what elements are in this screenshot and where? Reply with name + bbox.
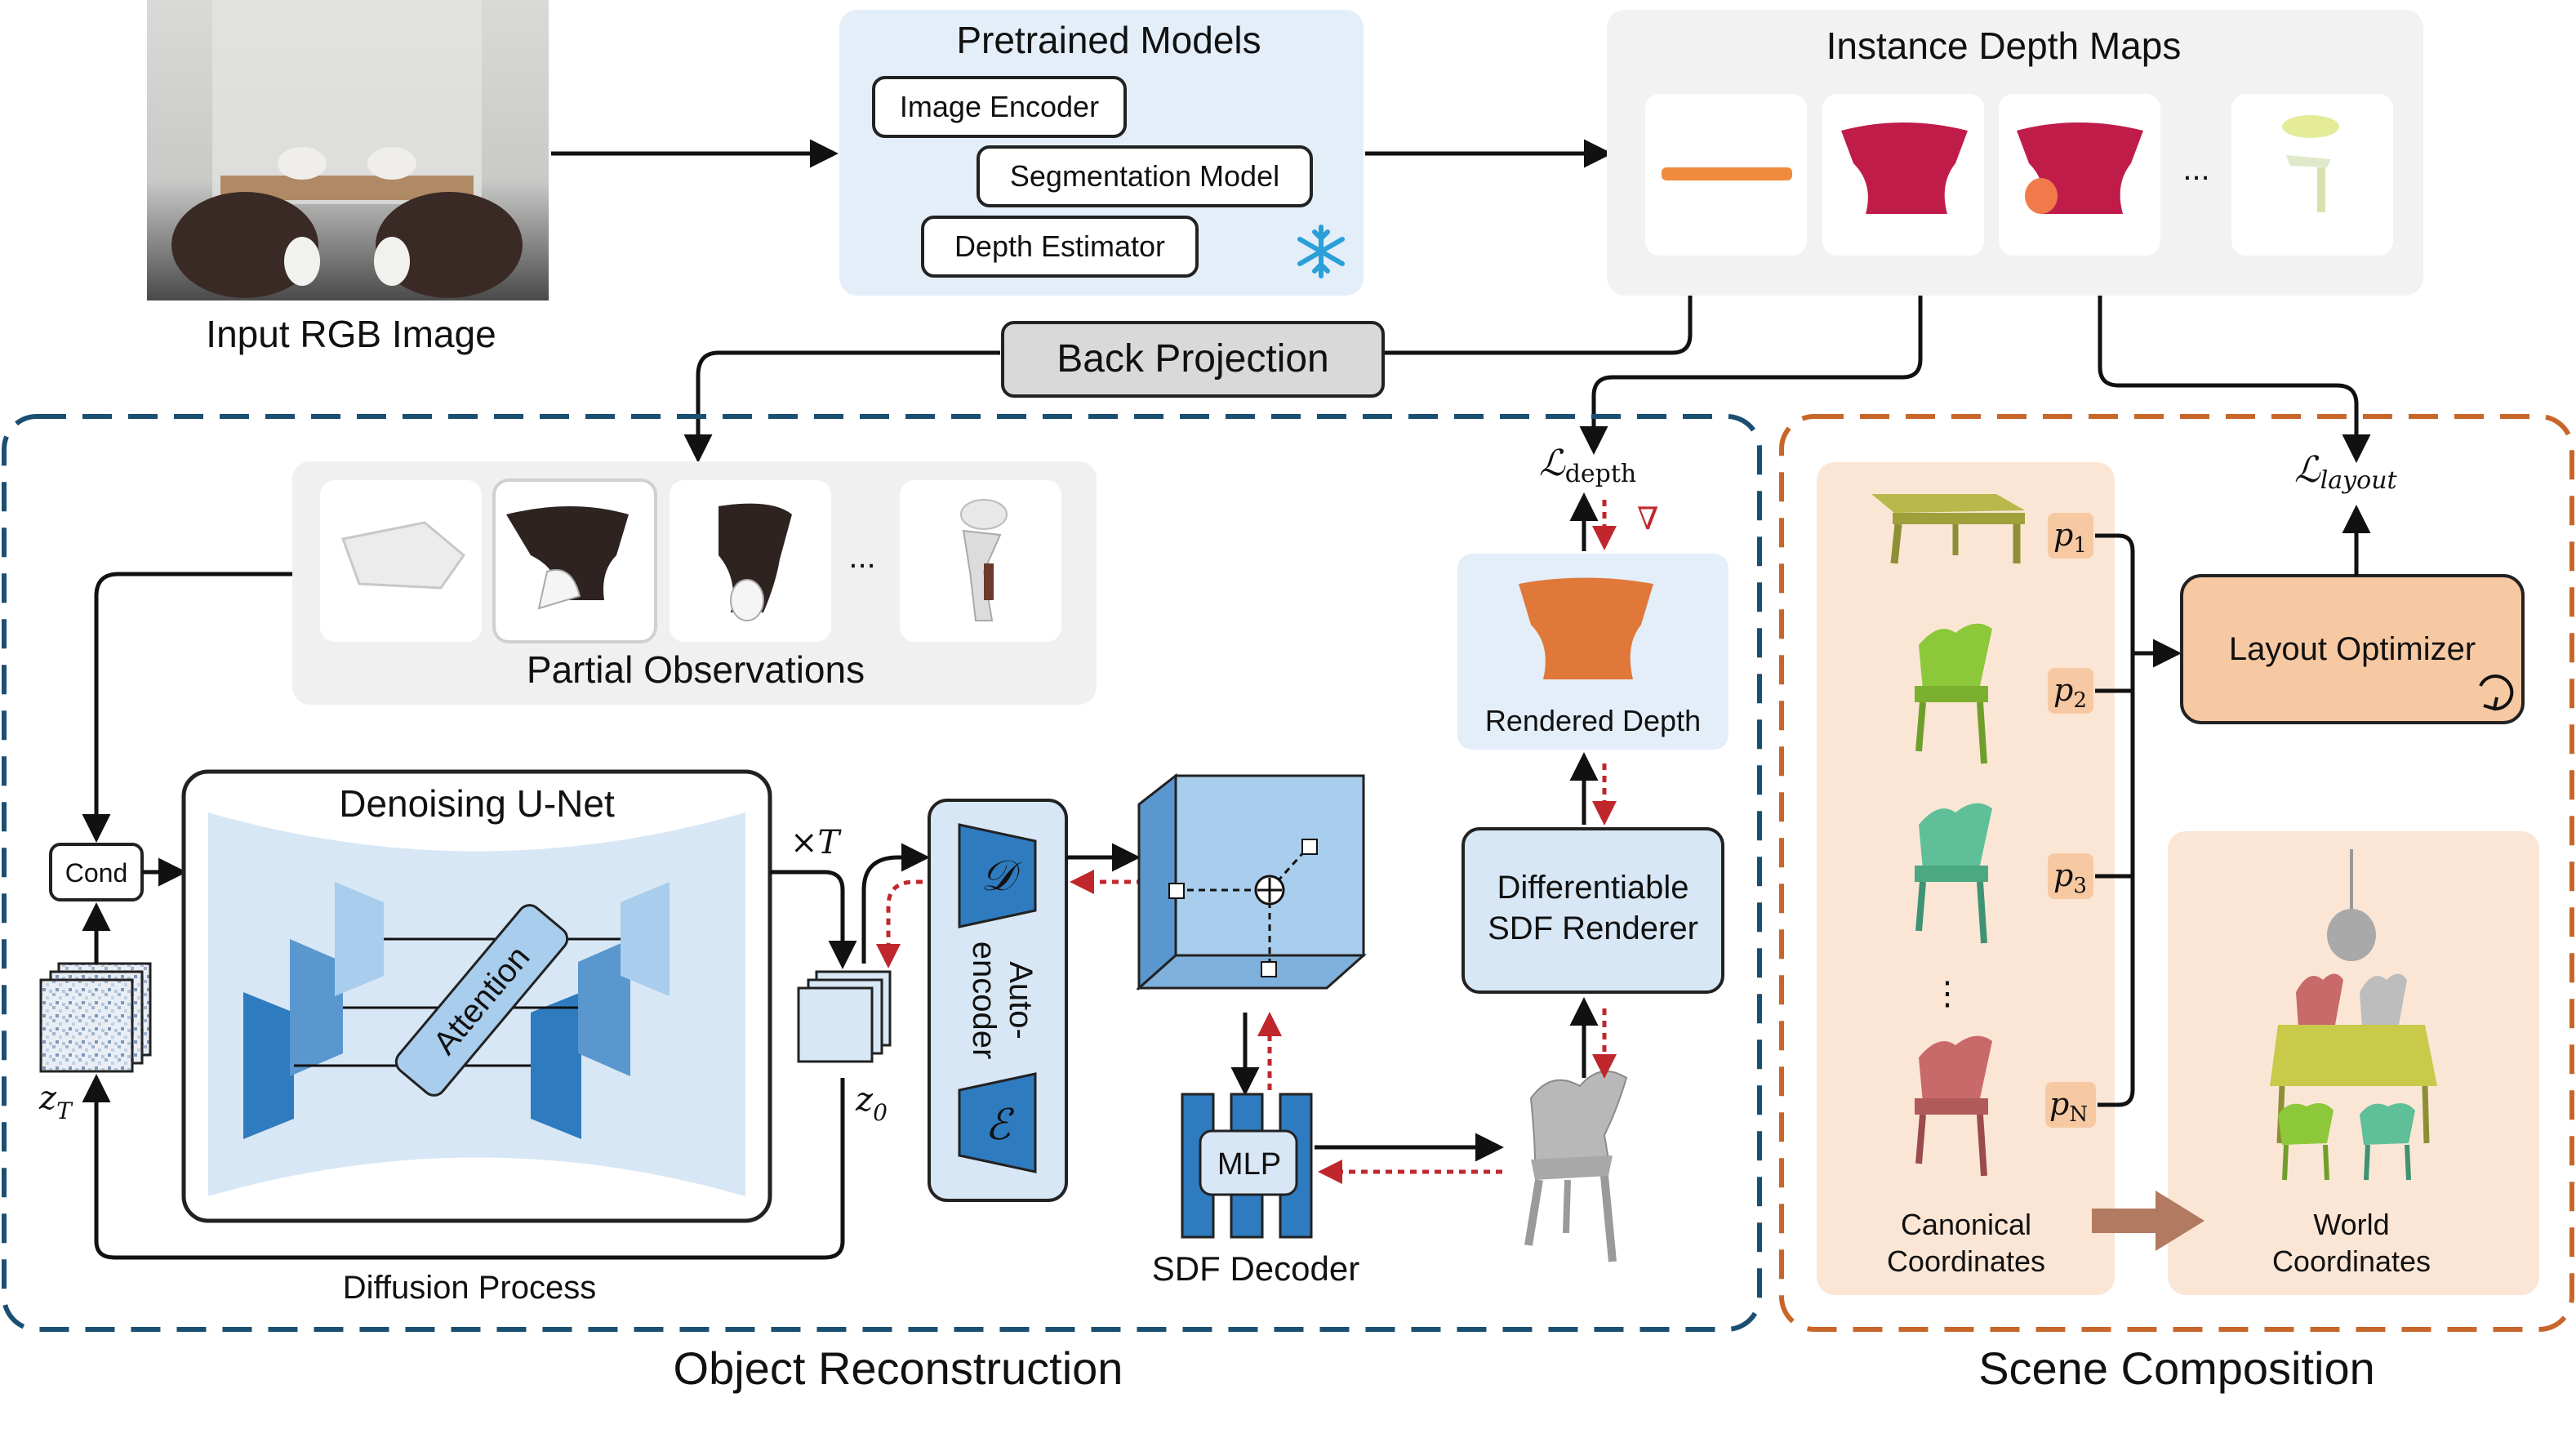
pose-bracket (2095, 533, 2135, 1107)
object-reconstruction-frame (2, 414, 1762, 1332)
gradient-symbol: ∇ (1637, 501, 1659, 536)
partial-obs-lamp (900, 480, 1061, 642)
cond-label: Cond (65, 858, 128, 888)
pose-badge-1: p1 (2048, 513, 2093, 559)
depth-map-chair-1 (1822, 94, 1984, 256)
times-t-label: ×T (790, 824, 843, 861)
image-encoder-label: Image Encoder (900, 90, 1099, 123)
sdf-decoder-label: SDF Decoder (1152, 1249, 1359, 1288)
back-projection-box (1001, 321, 1385, 398)
depth-map-chair-2 (1999, 94, 2160, 256)
canonical-chair-teal (1915, 803, 1992, 944)
snowflake-icon (1297, 225, 1345, 278)
denoising-unet-title: Denoising U-Net (339, 782, 615, 825)
svg-text:pN: pN (2049, 1086, 2088, 1127)
depth-estimator-box (921, 216, 1199, 278)
triplane (1136, 772, 1367, 991)
sdf-renderer-box (1462, 827, 1724, 994)
connector-backproj-to-partial (683, 350, 1000, 463)
world-scene (2270, 849, 2437, 1181)
depth-map-table (1645, 94, 1807, 256)
scene-composition-frame (1779, 414, 2574, 1332)
depth-loss-label: ℒdepth (1539, 443, 1636, 488)
grad-arrow-to-z0 (876, 879, 947, 968)
segmentation-model-label: Segmentation Model (1010, 159, 1279, 193)
rendered-depth-label: Rendered Depth (1485, 704, 1701, 737)
connector-unet-to-z0 (770, 870, 857, 969)
pose-badge-n: pN (2045, 1082, 2096, 1128)
svg-text:p2: p2 (2053, 672, 2087, 713)
encoder-symbol: ℰ (985, 1101, 1014, 1150)
pretrained-models-title: Pretrained Models (956, 19, 1261, 61)
mlp-label: MLP (1217, 1147, 1281, 1182)
layout-optimizer-label: Layout Optimizer (2229, 631, 2476, 667)
layout-loss-label: ℒlayout (2294, 449, 2398, 495)
canonical-chair-red (1915, 1035, 1992, 1177)
back-projection-label: Back Projection (1057, 337, 1329, 381)
canonical-label-line2: Coordinates (1887, 1244, 2045, 1278)
z0-label: z0 (855, 1081, 888, 1126)
instance-depth-title: Instance Depth Maps (1826, 24, 2182, 67)
arrow-z0-to-decoder (861, 843, 930, 964)
svg-text:Auto-: Auto- (1003, 961, 1039, 1039)
partial-obs-ellipsis: ... (848, 539, 875, 575)
connector-depth-to-depth-loss (1579, 296, 1923, 455)
input-image-caption: Input RGB Image (206, 313, 496, 355)
refresh-icon (2479, 674, 2514, 711)
world-label-line2: Coordinates (2272, 1244, 2431, 1278)
svg-text:encoder: encoder (966, 942, 1002, 1060)
canonical-vdots: ⋮ (1931, 976, 1964, 1012)
diffusion-loop (82, 1074, 845, 1260)
connector-partial-to-cond (82, 572, 292, 843)
svg-text:p3: p3 (2053, 857, 2087, 898)
rendered-depth-image (1519, 577, 1653, 679)
world-label-line1: World (2313, 1208, 2389, 1241)
depth-map-lamp (2231, 94, 2393, 256)
scene-composition-title: Scene Composition (1978, 1342, 2375, 1394)
partial-obs-chair-1 (492, 479, 657, 643)
sdf-renderer-line1: Differentiable (1497, 870, 1689, 906)
canonical-table (1871, 494, 2025, 564)
autoencoder-label: Auto- encoder (966, 942, 1039, 1060)
decoder-block (958, 823, 1037, 928)
sdf-decoder-block (1181, 1093, 1313, 1239)
object-reconstruction-title: Object Reconstruction (674, 1342, 1123, 1394)
depth-maps-ellipsis: ... (2182, 151, 2209, 187)
z-t-label: zT (38, 1080, 73, 1124)
pose-badge-2: p2 (2048, 668, 2093, 714)
canonical-chair-green (1915, 623, 1992, 764)
layout-optimizer-box (2180, 574, 2525, 724)
pose-badge-3: p3 (2048, 853, 2093, 899)
partial-observations-title: Partial Observations (527, 648, 865, 691)
partial-obs-table (320, 480, 482, 642)
connector-depth-to-backproj (1384, 296, 1693, 355)
z0-latent-stack (797, 970, 892, 1063)
connector-depth-to-layout-loss (2098, 296, 2371, 463)
depth-estimator-label: Depth Estimator (954, 229, 1165, 263)
partial-obs-chair-2 (670, 480, 831, 642)
diffusion-process-label: Diffusion Process (343, 1270, 597, 1306)
unet-layers (243, 882, 670, 1139)
sdf-renderer-line2: SDF Renderer (1488, 910, 1698, 946)
encoder-block (958, 1072, 1037, 1173)
canonical-label-line1: Canonical (1901, 1208, 2031, 1241)
svg-text:p1: p1 (2053, 517, 2087, 558)
segmentation-model-box (977, 145, 1313, 207)
reconstructed-chair-mesh (1524, 1071, 1628, 1262)
input-rgb-image (147, 0, 549, 300)
noise-latent-stack (39, 962, 152, 1073)
image-encoder-box (872, 76, 1127, 138)
canonical-to-world-arrow (2092, 1191, 2205, 1251)
